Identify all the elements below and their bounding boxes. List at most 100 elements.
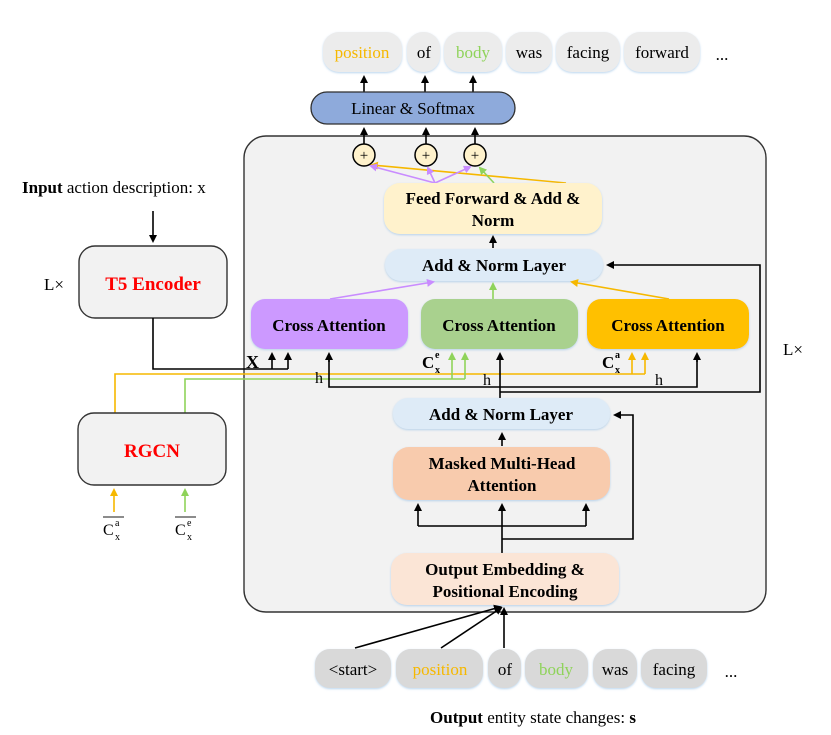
arrow-purple [329, 279, 435, 300]
plus-sign: + [471, 148, 479, 164]
c-entity-label: C e x [422, 350, 440, 376]
feed-forward-label-1: Feed Forward & Add & [406, 189, 581, 208]
c-superscript: a [615, 350, 620, 361]
output-token-bg [407, 32, 440, 72]
c-action-input-label: C a x [103, 516, 124, 543]
h-variable: h [483, 372, 491, 389]
embedding-block [391, 553, 619, 605]
linear-softmax-label: Linear & Softmax [351, 99, 475, 118]
output-token: body [456, 43, 491, 62]
output-token-bg [556, 32, 620, 72]
linear-softmax-block [310, 91, 516, 125]
output-token-bg [323, 32, 402, 72]
masked-attention-block [393, 447, 610, 500]
c-superscript: e [187, 518, 192, 529]
c-base: C [175, 522, 186, 539]
arrow [440, 606, 503, 649]
input-token: <start> [329, 660, 377, 679]
output-caption-var: s [629, 708, 636, 727]
rgcn-action-output-line [114, 373, 645, 413]
c-base: C [602, 353, 614, 372]
output-token-bg [444, 32, 502, 72]
arrow-yellow [570, 279, 670, 300]
plus-icon [414, 143, 438, 167]
arrow-yellow [370, 161, 567, 184]
output-caption-bold: Output [430, 708, 483, 727]
cross-attention-x-block [251, 299, 408, 349]
arrow-purple [369, 163, 436, 184]
cross-attention-a-block [587, 299, 749, 349]
input-token: facing [653, 660, 696, 679]
input-caption: Input action description: x [22, 178, 206, 197]
arrow [354, 604, 502, 649]
arrow-green [478, 166, 495, 184]
arrow-purple [426, 166, 436, 184]
feed-forward-label-2: Norm [472, 211, 514, 230]
masked-attention-label-1: Masked Multi-Head [429, 454, 576, 473]
c-entity-input-label: C e x [175, 516, 196, 543]
decoder-repeat-label: L× [783, 340, 803, 359]
output-token: of [417, 43, 432, 62]
arrow-purple [434, 165, 472, 184]
input-token: body [539, 660, 574, 679]
embedding-label-1: Output Embedding & [425, 560, 585, 579]
cross-attention-x-label: Cross Attention [272, 316, 386, 335]
h-line [328, 354, 698, 388]
output-token: was [516, 43, 542, 62]
c-subscript: x [435, 365, 440, 376]
output-token: facing [567, 43, 610, 62]
input-token-bg [396, 649, 483, 688]
input-caption-rest: action description: x [63, 178, 207, 197]
output-caption-rest: entity state changes: [483, 708, 629, 727]
c-superscript: a [115, 518, 120, 529]
t5-encoder-label: T5 Encoder [105, 274, 201, 295]
input-token-bg [641, 649, 707, 688]
c-base: C [422, 353, 434, 372]
add-norm-bottom-label: Add & Norm Layer [429, 405, 573, 424]
output-token-bg [506, 32, 552, 72]
input-token-bg [315, 649, 391, 688]
output-token-bg [624, 32, 700, 72]
residual-add-nodes: + + + [352, 143, 487, 167]
c-base: C [103, 522, 114, 539]
cross-attention-e-label: Cross Attention [442, 316, 556, 335]
output-ellipsis: ... [716, 45, 729, 64]
cross-attention-a-label: Cross Attention [611, 316, 725, 335]
output-caption: Output entity state changes: s [430, 708, 636, 727]
c-superscript: e [435, 350, 440, 361]
embedding-label-2: Positional Encoding [432, 582, 578, 601]
rgcn-entity-output-line [184, 378, 465, 413]
input-token-row: <start> position of body was facing ... [315, 649, 737, 688]
h-variable: h [655, 372, 663, 389]
c-subscript: x [187, 532, 192, 543]
plus-icon [463, 143, 487, 167]
residual-connection [500, 261, 761, 393]
encoder-repeat-label: L× [44, 275, 64, 294]
feed-forward-block [384, 183, 602, 234]
cross-attention-e-block [421, 299, 578, 349]
x-variable: X [246, 352, 259, 372]
input-caption-bold: Input [22, 178, 63, 197]
masked-attention-label-2: Attention [468, 476, 537, 495]
add-norm-top-label: Add & Norm Layer [422, 256, 566, 275]
input-ellipsis: ... [725, 662, 738, 681]
input-token-bg [593, 649, 637, 688]
c-subscript: x [615, 365, 620, 376]
c-subscript: x [115, 532, 120, 543]
output-token-row: position of body was facing forward ... [323, 32, 728, 72]
plus-sign: + [422, 148, 430, 164]
input-token-bg [525, 649, 588, 688]
encoder-output-line [152, 318, 288, 370]
h-variable: h [315, 370, 323, 387]
plus-sign: + [360, 148, 368, 164]
output-token: forward [635, 43, 689, 62]
input-token: position [413, 660, 468, 679]
input-token-bg [488, 649, 521, 688]
c-action-label: C a x [602, 350, 620, 376]
input-token: was [602, 660, 628, 679]
plus-icon [352, 143, 376, 167]
rgcn-block [77, 412, 227, 486]
input-token: of [498, 660, 513, 679]
output-token: position [335, 43, 390, 62]
